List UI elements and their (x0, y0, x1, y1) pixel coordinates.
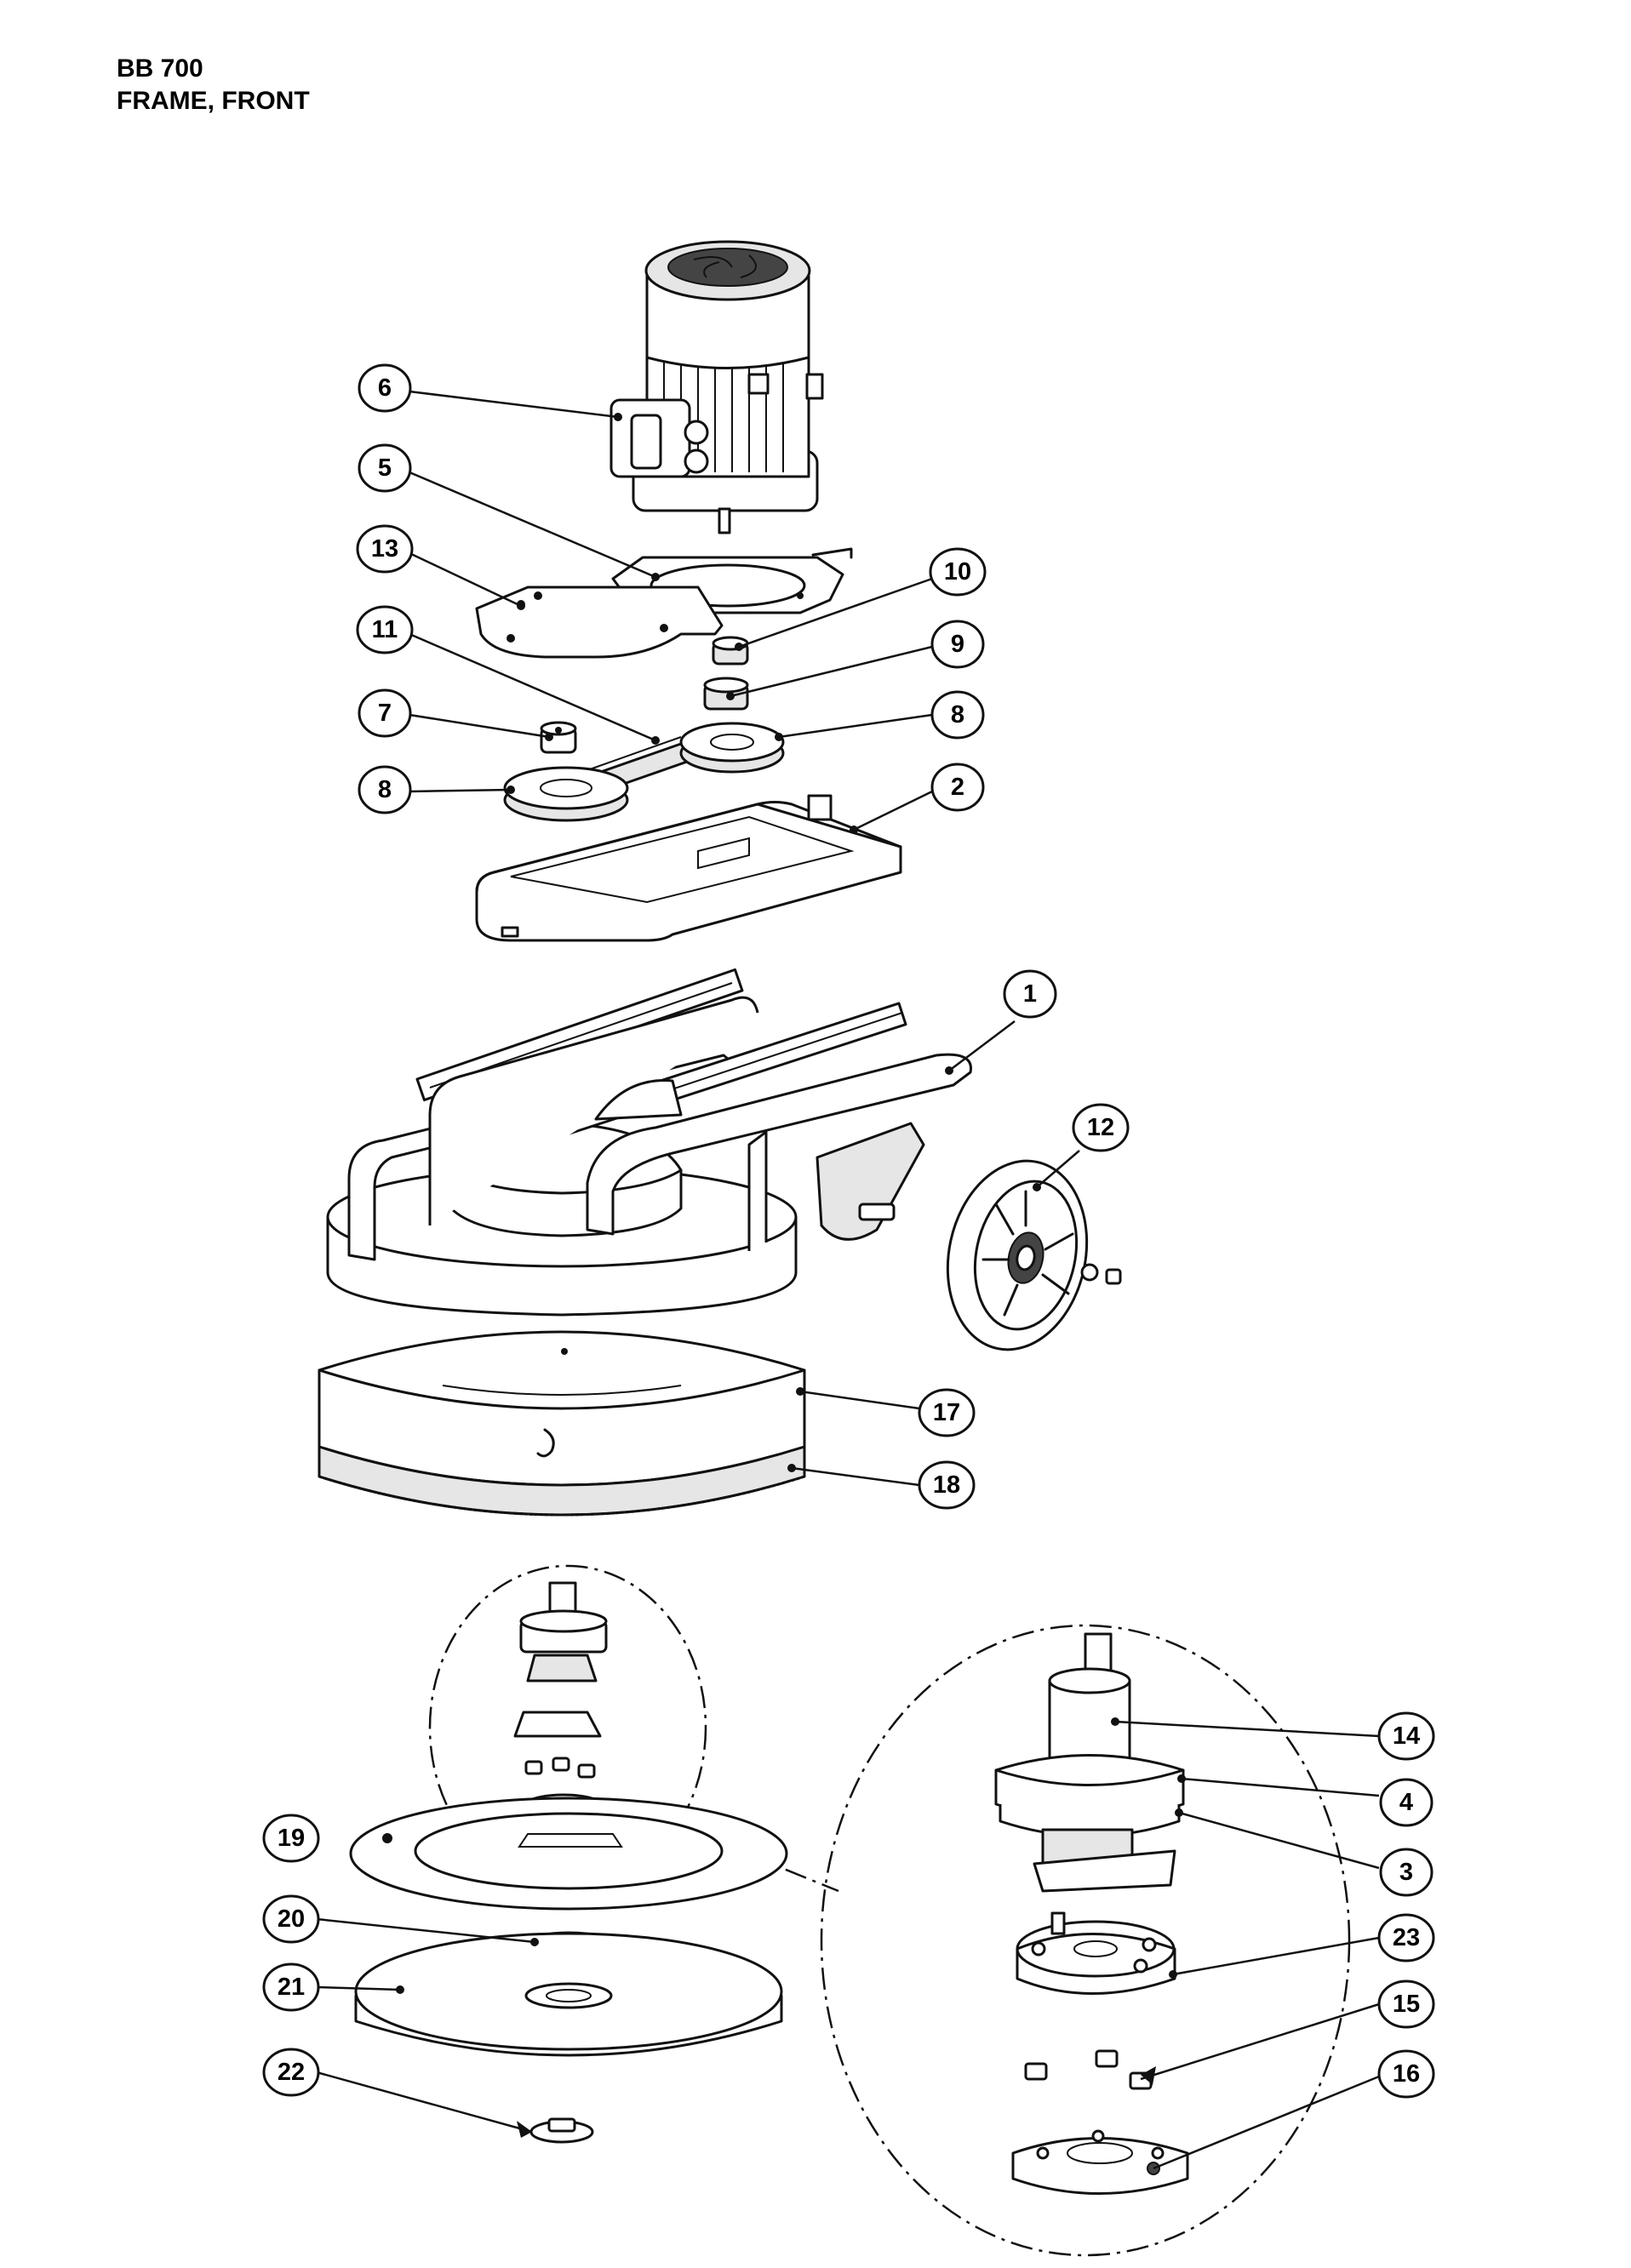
callout-1: 1 (1003, 969, 1057, 1019)
brush-ring-part-18 (318, 1445, 806, 1517)
callout-6: 6 (358, 363, 412, 413)
callout-21-label: 21 (278, 1974, 305, 2001)
callout-10-label: 10 (944, 558, 971, 586)
spacer-part-15 (1024, 2049, 1153, 2090)
callout-20: 20 (262, 1894, 320, 1944)
flange-part-4 (994, 1754, 1185, 1820)
callout-1-label: 1 (1023, 980, 1037, 1008)
callout-14-label: 14 (1393, 1722, 1420, 1750)
collar-part-9 (703, 677, 749, 711)
callout-8-left: 8 (358, 765, 412, 814)
callout-3-label: 3 (1399, 1859, 1413, 1886)
callout-19-label: 19 (278, 1825, 305, 1852)
disc-plate-part-16 (1011, 2129, 1189, 2195)
callout-12: 12 (1072, 1103, 1130, 1152)
callout-13: 13 (356, 524, 414, 574)
callout-5-label: 5 (378, 454, 392, 482)
callout-22: 22 (262, 2048, 320, 2097)
callout-18-label: 18 (933, 1471, 960, 1499)
callout-19: 19 (262, 1814, 320, 1863)
detail-outline-large (820, 1624, 1351, 2257)
callout-17: 17 (918, 1388, 976, 1437)
callout-23-label: 23 (1393, 1924, 1420, 1951)
callout-15-label: 15 (1393, 1991, 1420, 2018)
callout-5: 5 (358, 443, 412, 493)
callout-2: 2 (930, 763, 985, 812)
center-nut-part-22 (529, 2117, 594, 2144)
leader-lines (316, 390, 1380, 2170)
shaft-housing-part-14 (1048, 1632, 1131, 1768)
callout-4-label: 4 (1399, 1789, 1413, 1816)
callout-14: 14 (1377, 1711, 1435, 1761)
pulley-part-8-right (679, 722, 785, 774)
callout-8-left-label: 8 (378, 776, 392, 803)
callout-16-label: 16 (1393, 2060, 1420, 2088)
callout-8-right: 8 (930, 690, 985, 740)
callout-9-label: 9 (951, 631, 964, 658)
callout-2-label: 2 (951, 774, 964, 801)
small-detail-drive-assembly (513, 1581, 608, 1824)
diagram-heading: BB 700 FRAME, FRONT (117, 53, 310, 117)
cover-plate-part-13 (475, 586, 724, 659)
callout-22-label: 22 (278, 2059, 305, 2086)
main-frame-part-1 (326, 968, 972, 1317)
callout-20-label: 20 (278, 1905, 305, 1933)
drive-plate-part-23 (1016, 1911, 1176, 1995)
motor-part-6 (609, 240, 824, 534)
callout-15: 15 (1377, 1980, 1435, 2029)
wheel-part-12 (946, 1159, 1122, 1351)
base-disc-part-21 (354, 1932, 783, 2057)
callout-6-label: 6 (378, 374, 392, 402)
bearing-part-3 (999, 1804, 1181, 1893)
callout-21: 21 (262, 1962, 320, 2012)
section-title: FRAME, FRONT (117, 87, 310, 115)
callout-16: 16 (1377, 2049, 1435, 2099)
callout-17-label: 17 (933, 1399, 960, 1426)
callout-10: 10 (929, 547, 987, 597)
model-title: BB 700 (117, 54, 203, 83)
pad-disc-part-19 (349, 1797, 788, 1911)
callout-8-right-label: 8 (951, 701, 964, 728)
callout-11-label: 11 (372, 616, 398, 643)
belt-housing-part-2 (475, 794, 902, 942)
callout-3: 3 (1379, 1848, 1434, 1897)
skirt-part-17 (318, 1330, 806, 1487)
callout-13-label: 13 (371, 535, 398, 563)
callout-4: 4 (1379, 1778, 1434, 1827)
nut-part-10 (712, 636, 749, 666)
callout-12-label: 12 (1087, 1114, 1114, 1141)
callout-9: 9 (930, 620, 985, 669)
callout-18: 18 (918, 1460, 976, 1510)
callout-23: 23 (1377, 1913, 1435, 1962)
callout-7: 7 (358, 688, 412, 738)
pulley-part-8-left (503, 766, 629, 822)
callout-11: 11 (356, 605, 414, 654)
callout-7-label: 7 (378, 700, 392, 727)
